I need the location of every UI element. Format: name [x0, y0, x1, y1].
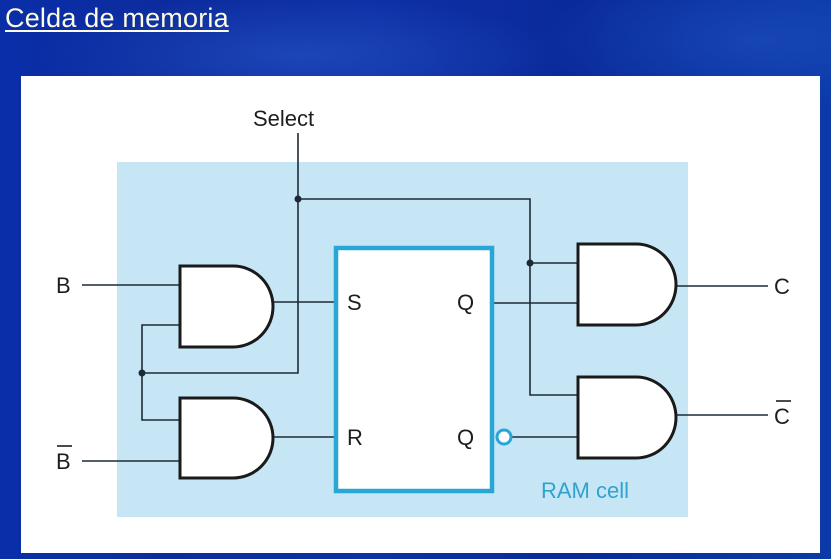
flipflop-s-label: S — [347, 290, 362, 315]
and-gate-reset — [178, 396, 275, 480]
input-b-label: B — [56, 273, 71, 298]
input-b-bar-label: B — [56, 449, 71, 474]
select-to-set-gate-wire — [141, 324, 180, 373]
select-to-reset-gate-wire — [141, 373, 180, 421]
select-junction-dot — [294, 195, 302, 203]
right-junction-dot — [526, 259, 534, 267]
flipflop-q-bar-label: Q — [457, 425, 474, 450]
left-junction-dot — [138, 369, 146, 377]
and-gate-set — [178, 264, 275, 349]
inverter-bubble — [495, 428, 513, 446]
sr-flipflop — [333, 245, 495, 494]
output-c-label: C — [774, 274, 790, 299]
ram-cell-label: RAM cell — [541, 478, 629, 503]
select-label: Select — [253, 106, 314, 131]
flipflop-q-label: Q — [457, 290, 474, 315]
select-branch-wire — [298, 198, 578, 396]
and-gate-output-c-bar — [576, 375, 678, 460]
flipflop-r-label: R — [347, 425, 363, 450]
select-wire — [142, 133, 299, 374]
output-c-bar-label: C — [774, 404, 790, 429]
and-gate-output-c — [576, 242, 678, 327]
slide-title: Celda de memoria — [5, 3, 229, 33]
